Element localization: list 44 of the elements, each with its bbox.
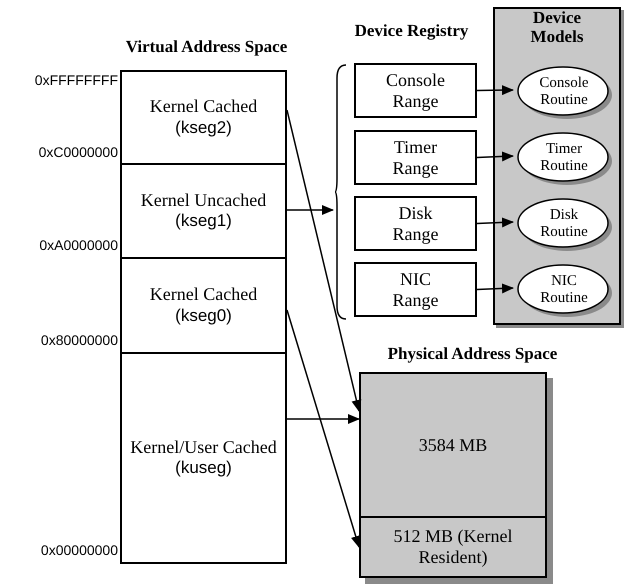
- range-box: [354, 196, 477, 251]
- arrow: [286, 310, 361, 548]
- arrow: [476, 85, 514, 96]
- range-label: Console Range: [384, 70, 446, 112]
- segment-label: Kernel Cached: [150, 284, 258, 305]
- device-models-panel: [493, 7, 621, 325]
- arrow: [476, 151, 514, 162]
- routine-label: NIC Routine: [539, 272, 589, 308]
- segment-name: (kseg0): [175, 304, 232, 327]
- section-title: Virtual Address Space: [126, 38, 288, 57]
- routine-label: Disk Routine: [539, 206, 589, 242]
- address-label: 0xA0000000: [39, 237, 118, 253]
- region-label: 512 MB (Kernel Resident): [392, 526, 514, 568]
- segment-label: Kernel/User Cached: [130, 436, 277, 458]
- range-label: Timer Range: [392, 136, 440, 178]
- segment-label: Kernel Uncached: [140, 190, 266, 210]
- arrow: [287, 205, 334, 215]
- routine-label: Timer Routine: [539, 140, 589, 176]
- range-box: [354, 130, 477, 185]
- range-label: NIC Range: [392, 268, 440, 310]
- section-title: Device Registry: [354, 22, 468, 41]
- range-box: [354, 262, 477, 317]
- section-title: Physical Address Space: [388, 345, 558, 364]
- arrow: [476, 217, 514, 228]
- address-label: 0x00000000: [40, 542, 118, 558]
- routine-label: Console Routine: [538, 74, 590, 110]
- address-label: 0xC0000000: [38, 144, 118, 160]
- region-label: 3584 MB: [418, 434, 488, 456]
- memory-segment: [120, 352, 287, 564]
- panel-title: Device Models: [530, 9, 584, 46]
- range-label: Disk Range: [392, 202, 440, 244]
- memory-segment: [120, 70, 287, 165]
- memory-segment: [120, 163, 287, 259]
- range-box: [354, 63, 477, 118]
- memory-segment: [120, 257, 287, 354]
- segment-name: (kseg2): [175, 116, 232, 139]
- arrow: [286, 110, 362, 412]
- segment-name: (kuseg): [175, 457, 232, 480]
- arrow: [476, 283, 514, 294]
- address-label: 0x80000000: [40, 332, 118, 348]
- segment-label: Kernel Cached: [150, 96, 258, 117]
- segment-name: (kseg1): [175, 210, 232, 232]
- arrow: [287, 414, 360, 424]
- address-label: 0xFFFFFFFF: [34, 72, 118, 88]
